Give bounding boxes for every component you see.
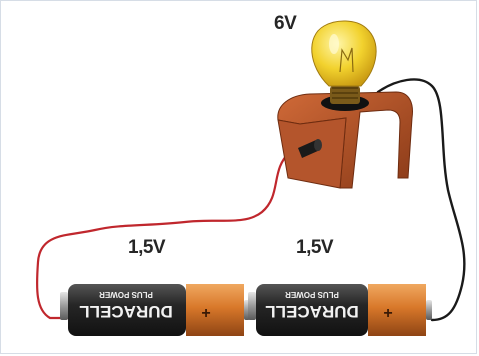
battery-1-brand: DURACELL bbox=[79, 302, 173, 321]
battery-1-voltage-label: 1,5V bbox=[128, 237, 166, 258]
battery-2: DURACELL PLUS POWER + bbox=[248, 284, 432, 336]
battery-2-voltage-label: 1,5V bbox=[296, 237, 334, 258]
battery-1: DURACELL PLUS POWER + bbox=[60, 284, 250, 336]
black-wire bbox=[376, 78, 466, 322]
battery-1-subtitle: PLUS POWER bbox=[99, 290, 153, 299]
red-wire bbox=[35, 150, 292, 320]
bulb-holder bbox=[277, 91, 413, 189]
battery-1-plus-sign: + bbox=[201, 305, 210, 322]
battery-2-plus-sign: + bbox=[383, 305, 392, 322]
light-bulb bbox=[311, 20, 377, 111]
battery-2-subtitle: PLUS POWER bbox=[285, 290, 339, 299]
battery-2-brand: DURACELL bbox=[265, 302, 359, 321]
bulb-voltage-label: 6V bbox=[274, 13, 297, 34]
